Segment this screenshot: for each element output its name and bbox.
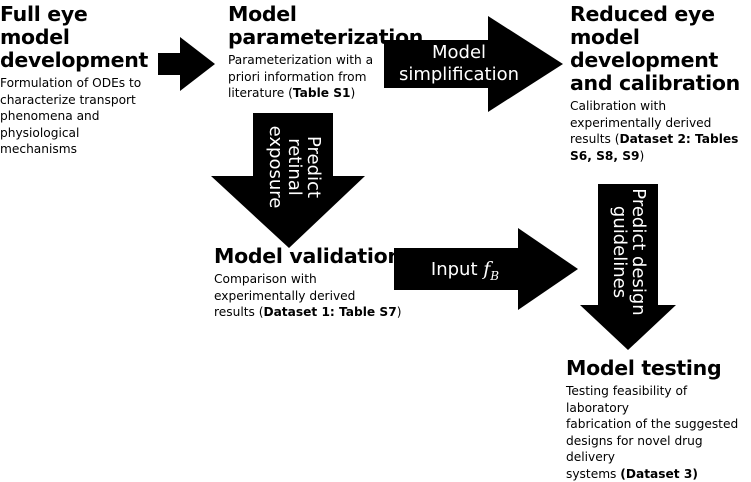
predict-design-line2: guidelines <box>609 205 630 299</box>
parameterization-desc-line: literature ( <box>228 86 293 100</box>
parameterization-title-line1: Model <box>228 2 297 26</box>
predict-retinal-line3: exposure <box>265 125 286 209</box>
fb-symbol: fB <box>483 258 500 283</box>
testing-desc-line: fabrication of the suggested <box>566 417 739 431</box>
testing-desc-line: systems <box>566 466 621 481</box>
fb-symbol-f: f <box>483 258 491 280</box>
box-reduced-eye-model: Reduced eye model development and calibr… <box>570 3 748 164</box>
arrow-model-simplification <box>384 16 563 112</box>
predict-retinal-line1: Predict <box>303 136 324 198</box>
parameterization-desc-end: ) <box>350 86 356 100</box>
reduced-desc-line: Calibration with <box>570 99 667 113</box>
reduced-desc-line: results ( <box>570 132 620 146</box>
full-eye-title: Full eye model development <box>0 3 160 72</box>
validation-title-text: Model validation <box>214 244 402 268</box>
reduced-title-line: model <box>570 25 640 49</box>
full-eye-desc-line: characterize transport <box>0 92 136 107</box>
reduced-desc-end: ) <box>639 148 645 163</box>
reduced-tables-ref: S6, S8, S9 <box>570 148 640 163</box>
validation-desc-line: Comparison with <box>214 272 317 286</box>
validation-desc: Comparison with experimentally derived r… <box>214 271 404 321</box>
predict-design-label: Predict design guidelines <box>608 184 649 320</box>
testing-dataset-ref: (Dataset 3) <box>620 466 698 481</box>
parameterization-desc-line: priori information from <box>228 69 367 84</box>
simplification-label-line1: Model <box>431 42 487 63</box>
parameterization-title: Model parameterization <box>228 2 423 49</box>
box-model-validation: Model validation Comparison with experim… <box>214 245 404 321</box>
full-eye-desc-line: phenomena and <box>0 109 100 123</box>
arrow-input-fb <box>394 228 578 310</box>
box-full-eye-model: Full eye model development Formulation o… <box>0 3 160 158</box>
validation-desc-line: results ( <box>214 305 264 319</box>
input-fb-label: Input fB <box>400 258 530 287</box>
fb-symbol-subscript: B <box>490 268 500 283</box>
parameterization-desc: Parameterization with a priori informati… <box>228 52 388 102</box>
input-fb-label-text: Input <box>430 259 478 280</box>
validation-title: Model validation <box>214 245 404 268</box>
arrow-to-parameterization <box>158 37 215 91</box>
simplification-label-line2: simplification <box>398 64 520 85</box>
arrow-predict-design-guidelines <box>580 184 676 350</box>
full-eye-desc: Formulation of ODEs to characterize tran… <box>0 75 160 158</box>
predict-retinal-line2: retinal <box>284 138 305 196</box>
reduced-desc-line: experimentally derived <box>570 115 712 130</box>
parameterization-table-ref: Table S1 <box>292 86 351 100</box>
full-eye-title-line2: development <box>0 48 148 72</box>
box-model-parameterization: Model parameterization Parameterization … <box>228 2 423 102</box>
full-eye-desc-line: Formulation of ODEs to <box>0 76 142 90</box>
validation-desc-line: experimentally derived <box>214 288 356 303</box>
arrows-layer <box>158 16 676 350</box>
box-model-testing: Model testing Testing feasibility of lab… <box>566 357 751 482</box>
reduced-title-line: development <box>570 48 718 72</box>
reduced-title-line: Reduced eye <box>570 2 715 26</box>
predict-design-line1: Predict design <box>628 188 649 316</box>
validation-desc-end: ) <box>396 305 402 319</box>
reduced-desc: Calibration with experimentally derived … <box>570 98 748 164</box>
reduced-title-line: and calibration <box>570 71 740 95</box>
parameterization-title-line2: parameterization <box>228 25 424 49</box>
reduced-title: Reduced eye model development and calibr… <box>570 3 748 95</box>
reduced-dataset-ref: Dataset 2: Tables <box>619 132 739 146</box>
full-eye-title-line1: Full eye model <box>0 2 88 49</box>
arrow-predict-retinal-exposure <box>211 113 365 248</box>
testing-desc-line: Testing feasibility of laboratory <box>566 384 688 415</box>
parameterization-desc-line: Parameterization with a <box>228 53 374 67</box>
testing-desc-line: designs for novel drug delivery <box>566 433 703 465</box>
testing-title: Model testing <box>566 357 751 380</box>
validation-dataset-ref: Dataset 1: Table S7 <box>263 305 397 319</box>
simplification-label: Model simplification <box>386 42 532 86</box>
testing-title-text: Model testing <box>566 356 722 380</box>
full-eye-desc-line: physiological mechanisms <box>0 125 80 157</box>
testing-desc: Testing feasibility of laboratory fabric… <box>566 383 751 482</box>
predict-retinal-label: Predict retinal exposure <box>263 112 324 222</box>
